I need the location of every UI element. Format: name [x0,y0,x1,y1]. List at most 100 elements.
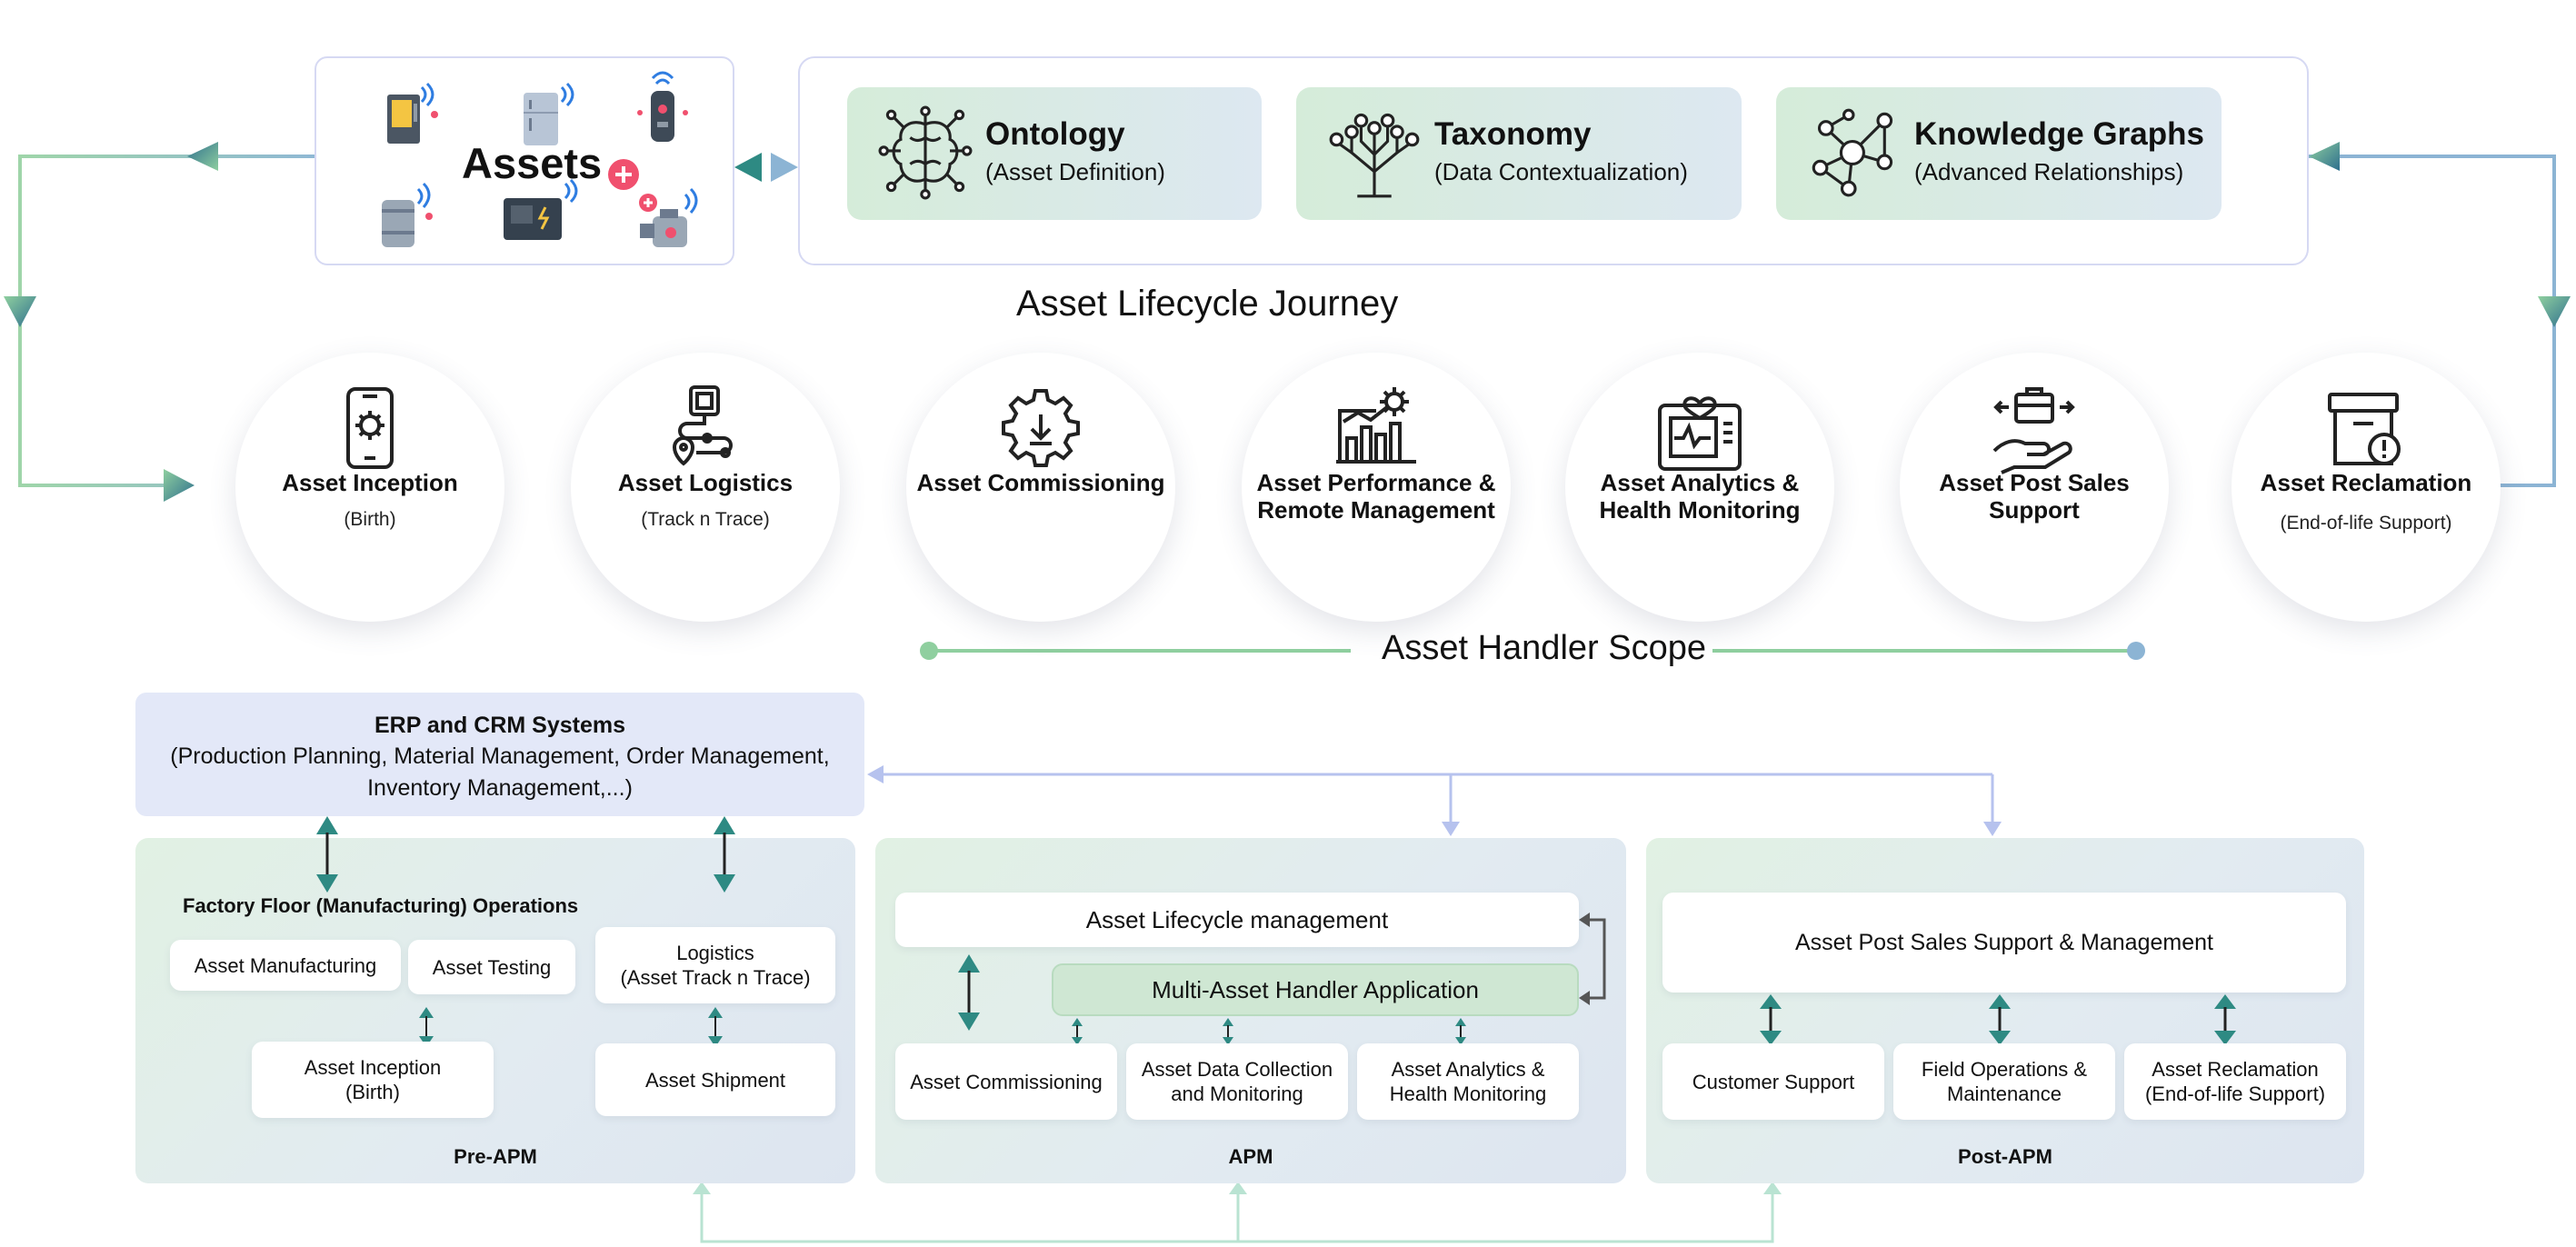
field-operations-line-2: Maintenance [1947,1082,2062,1105]
handler-arrow-3 [1455,1018,1466,1045]
ontology-subtitle: (Asset Definition) [985,158,1165,185]
tree-hierarchy-icon [1329,113,1420,198]
scope-title: Asset Handler Scope [1382,629,1706,667]
erp-sync-arrow-left [316,816,338,893]
apm-label: APM [1228,1145,1273,1168]
erp-title: ERP and CRM Systems [374,713,625,738]
stage-subtitle: (Track n Trace) [641,509,770,530]
post-apm-panel: Asset Post Sales Support & Management Cu… [1646,838,2364,1183]
taxonomy-title: Taxonomy [1434,116,1592,152]
knowledge-graphs-title: Knowledge Graphs [1914,116,2204,152]
scope-line [920,642,2145,660]
pre-apm-panel: Factory Floor (Manufacturing) Operations… [135,816,855,1183]
field-operations-line-1: Field Operations & [1921,1058,2088,1081]
analytics-line-2: Health Monitoring [1389,1082,1547,1105]
journey-title: Asset Lifecycle Journey [1016,284,1399,324]
smart-lock-icon [637,71,688,142]
phone-gear-icon [346,387,394,469]
brain-network-icon [878,105,973,200]
gear-download-icon [1002,389,1080,467]
field-operations-box: Field Operations & Maintenance [1893,1043,2115,1120]
data-collection-line-1: Asset Data Collection [1141,1058,1333,1081]
stage-asset-reclamation: Asset Reclamation (End-of-life Support) [2232,353,2501,622]
plus-small-icon [639,194,657,212]
pre-apm-label: Pre-APM [454,1145,537,1168]
logistics-box: Logistics (Asset Track n Trace) [595,927,835,1003]
ontology-card: Ontology (Asset Definition) [847,87,1262,220]
stage-title: Asset Post Sales Support [1939,469,2130,524]
handler-arrow-2 [1223,1018,1233,1045]
archive-alert-icon [2328,393,2401,465]
asset-lifecycle-management-box: Asset Lifecycle management [895,893,1579,947]
stage-asset-performance: Asset Performance & Remote Management [1242,353,1511,622]
asset-testing-box: Asset Testing [408,940,575,994]
plus-badge-icon [608,159,639,190]
erp-crm-box: ERP and CRM Systems (Production Planning… [135,693,864,816]
logistics-line-2: (Asset Track n Trace) [620,966,811,989]
stage-asset-post-sales: Asset Post Sales Support [1900,353,2169,622]
data-collection-line-2: and Monitoring [1171,1082,1303,1105]
stage-asset-logistics: Asset Logistics (Track n Trace) [571,353,840,622]
factory-floor-title: Factory Floor (Manufacturing) Operations [183,894,579,917]
stage-title: Asset Commissioning [916,469,1165,496]
graph-nodes-icon [1812,108,1893,197]
apm-panel: Asset Lifecycle management Multi-Asset H… [875,838,1626,1183]
right-loop-connector [2309,142,2571,487]
multi-asset-handler-box: Multi-Asset Handler Application [1052,963,1579,1016]
erp-sync-arrow-right [714,816,735,893]
stage-asset-commissioning: Asset Commissioning [906,353,1175,622]
assets-ontology-double-arrow [734,153,798,182]
analytics-line-1: Asset Analytics & [1391,1058,1545,1081]
asset-shipment-box: Asset Shipment [595,1043,835,1116]
taxonomy-subtitle: (Data Contextualization) [1434,158,1688,185]
assets-panel: Assets [315,56,734,265]
post-apm-label: Post-APM [1958,1145,2052,1168]
water-heater-icon [382,182,433,247]
asset-manufacturing-box: Asset Manufacturing [170,940,401,991]
health-monitor-icon [1658,396,1742,471]
fridge-icon [524,82,574,145]
customer-support-box: Customer Support [1662,1043,1884,1120]
pump-icon [640,187,698,247]
assets-title: Assets [462,139,603,187]
shipment-arrow [708,1007,723,1047]
lifecycle-handler-loop-arrow [1579,913,1606,1005]
generator-icon [504,178,578,240]
stage-title: Asset Reclamation [2260,469,2472,496]
asset-commissioning-box: Asset Commissioning [895,1043,1117,1120]
stage-title: Asset Analytics & Health Monitoring [1599,469,1801,524]
stage-title: Asset Logistics [617,469,794,496]
stage-title: Asset Performance & Remote Management [1256,469,1496,524]
asset-reclamation-box: Asset Reclamation (End-of-life Support) [2124,1043,2346,1120]
stage-subtitle: (End-of-life Support) [2280,513,2452,534]
erp-description-line-2: Inventory Management,...) [367,775,633,801]
asset-analytics-box: Asset Analytics & Health Monitoring [1357,1043,1579,1120]
field-operations-arrow [1989,994,2011,1045]
asset-inception-box: Asset Inception (Birth) [252,1042,494,1118]
dashboard-gear-icon [1336,387,1416,464]
stage-subtitle: (Birth) [344,509,396,530]
erp-connector [867,765,2002,836]
logistics-line-1: Logistics [676,942,754,964]
knowledge-graphs-subtitle: (Advanced Relationships) [1914,158,2184,185]
customer-support-arrow [1760,994,1782,1045]
post-sales-management-box: Asset Post Sales Support & Management [1662,893,2346,993]
ontology-title: Ontology [985,116,1125,152]
vending-machine-icon [387,82,438,144]
bottom-connector [693,1182,1782,1243]
route-pin-icon [672,385,733,466]
inception-line-2: (Birth) [345,1081,400,1103]
hand-briefcase-icon [1992,387,2075,474]
reclamation-line-2: (End-of-life Support) [2144,1082,2326,1105]
handler-arrow-1 [1072,1018,1083,1045]
stage-asset-inception: Asset Inception (Birth) [235,353,504,622]
taxonomy-card: Taxonomy (Data Contextualization) [1296,87,1742,220]
erp-description-line-1: (Production Planning, Material Managemen… [170,743,830,769]
knowledge-graphs-card: Knowledge Graphs (Advanced Relationships… [1776,87,2222,220]
asset-data-collection-box: Asset Data Collection and Monitoring [1126,1043,1348,1120]
inception-line-1: Asset Inception [304,1056,442,1079]
reclamation-arrow [2214,994,2236,1045]
stage-asset-analytics: Asset Analytics & Health Monitoring [1565,353,1834,622]
left-loop-connector [4,142,315,502]
reclamation-line-1: Asset Reclamation [2152,1058,2319,1081]
